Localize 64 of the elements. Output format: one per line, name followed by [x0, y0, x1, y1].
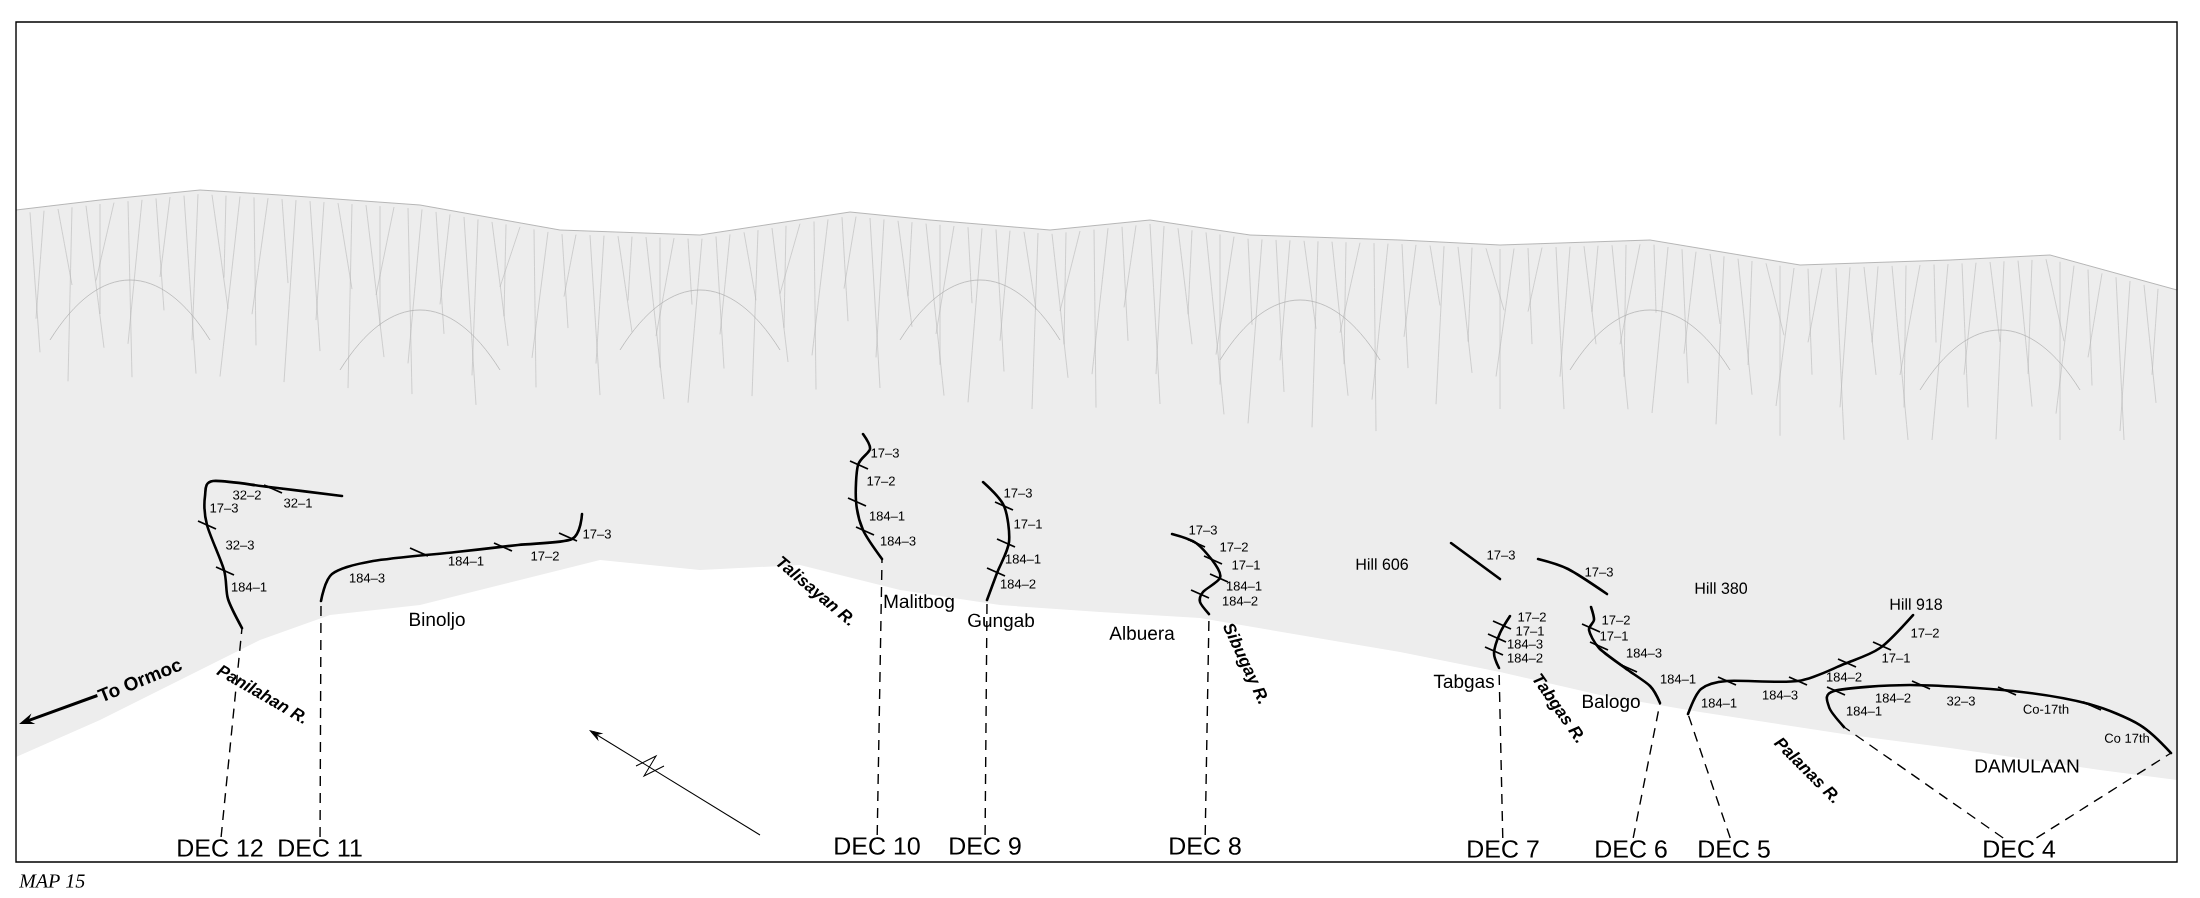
- unit-label: 17–2: [531, 551, 559, 561]
- date-label: DEC 8: [1170, 837, 1241, 855]
- place-label: Malitbog: [884, 594, 954, 612]
- date-label: DEC 6: [1596, 840, 1667, 858]
- unit-label: 184–2: [1000, 579, 1036, 589]
- unit-label: 184–1: [1701, 698, 1737, 708]
- unit-label: 17–2: [1220, 542, 1248, 552]
- unit-label: 17–2: [1911, 628, 1939, 638]
- front-line: [197, 479, 344, 630]
- unit-label: 17–2: [1602, 615, 1630, 625]
- unit-label: 17–1: [1600, 631, 1628, 641]
- unit-label: 184–1: [869, 511, 905, 521]
- unit-label: 184–1: [1846, 706, 1882, 716]
- unit-label: 184–1: [448, 556, 484, 566]
- unit-label: 32–3: [1947, 696, 1975, 706]
- date-label: DEC 10: [835, 837, 920, 855]
- leader-line: [1687, 713, 1731, 839]
- unit-label: 184–1: [1005, 554, 1041, 564]
- date-label: DEC 11: [279, 839, 362, 857]
- unit-label: 17–2: [1518, 612, 1546, 622]
- unit-label: 184–3: [880, 536, 916, 546]
- place-label: Tabgas: [1433, 674, 1494, 692]
- date-label: DEC 9: [950, 837, 1021, 855]
- unit-label: 184–1: [1226, 581, 1262, 591]
- date-label: DEC 12: [178, 839, 263, 857]
- unit-label: 17–3: [210, 503, 238, 513]
- unit-label: Co-17th: [2023, 704, 2069, 714]
- hill-label: Hill 380: [1695, 582, 1748, 594]
- unit-label: 17–1: [1014, 519, 1042, 529]
- route-label: To Ormoc: [96, 661, 182, 701]
- front-line: [319, 512, 584, 603]
- leader-line: [876, 558, 883, 836]
- date-label: DEC 4: [1984, 840, 2056, 858]
- unit-label: 184–3: [349, 573, 385, 583]
- unit-label: 17–3: [1585, 567, 1613, 577]
- unit-label: 17–2: [867, 476, 895, 486]
- date-label: DEC 5: [1699, 840, 1770, 858]
- place-label: Balogo: [1583, 694, 1640, 712]
- leader-line: [2035, 752, 2172, 839]
- unit-label: 17–3: [1189, 525, 1217, 535]
- unit-label: 32–3: [226, 540, 254, 550]
- unit-label: 184–1: [1660, 674, 1696, 684]
- unit-label: 17–3: [583, 529, 611, 539]
- unit-label: 184–2: [1826, 672, 1862, 682]
- unit-label: 32–1: [284, 498, 312, 508]
- unit-label: 32–2: [233, 490, 261, 500]
- unit-label: 184–1: [231, 582, 267, 592]
- leader-line: [1843, 726, 2004, 839]
- map-caption: MAP 15: [18, 874, 85, 888]
- unit-label: 17–1: [1882, 653, 1910, 663]
- unit-label: 184–3: [1507, 639, 1543, 649]
- unit-label: 17–3: [1487, 550, 1515, 560]
- unit-label: 184–3: [1626, 648, 1662, 658]
- unit-label: 17–3: [1004, 488, 1032, 498]
- unit-label: 184–2: [1875, 693, 1911, 703]
- unit-label: Co 17th: [2104, 733, 2149, 743]
- date-label: DEC 7: [1468, 840, 1539, 858]
- leader-line: [1632, 702, 1661, 839]
- unit-label: 184–3: [1762, 690, 1798, 700]
- unit-label: 17–3: [871, 448, 899, 458]
- unit-label: 184–2: [1507, 653, 1543, 663]
- unit-label: 184–2: [1222, 596, 1258, 606]
- front-line: [1825, 680, 2173, 755]
- leader-line: [220, 627, 243, 838]
